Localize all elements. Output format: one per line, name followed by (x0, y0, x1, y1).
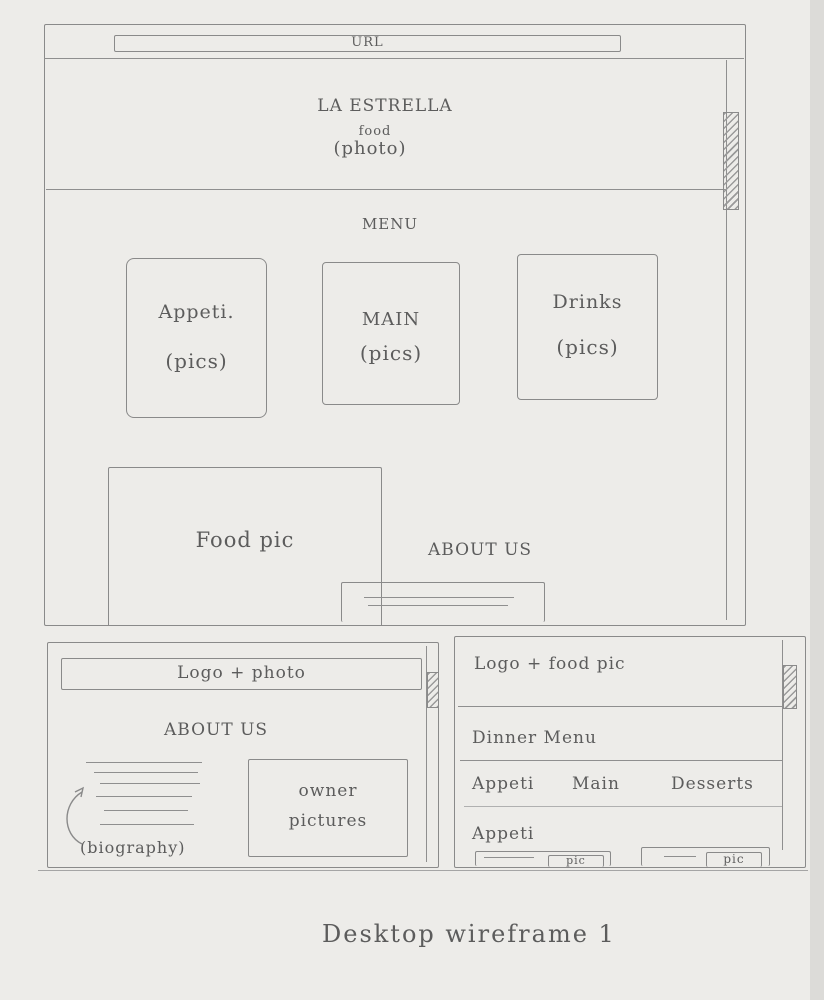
browser-chrome-divider (44, 58, 744, 59)
owner-pictures-placeholder: owner pictures (248, 759, 408, 857)
about-page-header-label: Logo + photo (177, 663, 306, 683)
dinner-title-divider (460, 760, 782, 761)
menu-heading: MENU (361, 215, 419, 233)
biography-line (100, 824, 194, 825)
url-bar[interactable]: URL (114, 35, 621, 52)
frames-bottom-line (38, 870, 808, 871)
tab-main[interactable]: Main (572, 774, 620, 794)
dinner-menu-title: Dinner Menu (472, 728, 597, 748)
text-scribble (364, 597, 514, 598)
menu-card-drinks[interactable]: Drinks (pics) (517, 254, 658, 400)
about-scrollbar-thumb[interactable] (427, 672, 439, 708)
tab-appetizers[interactable]: Appeti (472, 774, 535, 794)
dinner-menu-item[interactable]: pic (475, 851, 611, 867)
url-label: URL (351, 35, 384, 50)
menu-card-title: Appeti. (158, 301, 235, 323)
about-page-header: Logo + photo (61, 658, 422, 690)
food-pic-label: Food pic (195, 528, 295, 552)
item-pic-placeholder: pic (706, 852, 762, 867)
biography-line (96, 796, 192, 797)
text-scribble (368, 605, 508, 606)
paper-edge (810, 0, 824, 1000)
menu-card-title: Drinks (552, 291, 623, 313)
biography-line (100, 783, 200, 784)
dinner-header-divider (458, 706, 782, 707)
item-text-scribble (664, 856, 696, 857)
menu-card-note: (pics) (359, 341, 423, 365)
dinner-page-header: Logo + food pic (474, 654, 626, 674)
item-pic-placeholder: pic (548, 854, 604, 867)
menu-card-title: MAIN (361, 309, 421, 330)
menu-card-appetizers[interactable]: Appeti. (pics) (126, 258, 267, 418)
tab-desserts[interactable]: Desserts (671, 774, 754, 794)
about-page-heading: ABOUT US (164, 720, 269, 740)
dinner-page-wireframe (454, 636, 806, 868)
biography-line (86, 762, 202, 763)
menu-card-note: (pics) (556, 335, 619, 359)
owner-pictures-label: owner pictures (288, 781, 368, 831)
dinner-tabs-divider (464, 806, 782, 807)
dinner-menu-item[interactable]: pic (641, 847, 770, 867)
menu-card-note: (pics) (165, 349, 228, 373)
dinner-section-heading: Appeti (472, 824, 535, 844)
biography-label: (biography) (80, 838, 186, 857)
desktop-wireframe-main (44, 24, 746, 626)
scrollbar-thumb[interactable] (723, 112, 739, 210)
hero-photo-note: (photo) (333, 138, 407, 159)
about-page-wireframe (47, 642, 439, 868)
hero-divider (46, 189, 726, 190)
item-pic-label: pic (566, 854, 586, 867)
scrollbar-track (726, 60, 727, 620)
biography-line (94, 772, 198, 773)
dinner-scrollbar-track (782, 640, 783, 850)
item-text-scribble (484, 857, 534, 858)
about-us-link[interactable]: ABOUT US (428, 540, 533, 560)
hero-photo-note-top: food (358, 124, 392, 139)
dinner-scrollbar-thumb[interactable] (783, 665, 797, 709)
page-caption: Desktop wireframe 1 (322, 920, 616, 948)
about-scrollbar-track (426, 646, 427, 862)
menu-card-main[interactable]: MAIN (pics) (322, 262, 460, 405)
about-us-text-block (341, 582, 545, 622)
food-pic-placeholder: Food pic (108, 467, 382, 625)
hero-title: LA ESTRELLA (317, 96, 453, 116)
biography-line (104, 810, 188, 811)
curved-arrow-icon (66, 786, 85, 845)
item-pic-label: pic (723, 852, 745, 866)
